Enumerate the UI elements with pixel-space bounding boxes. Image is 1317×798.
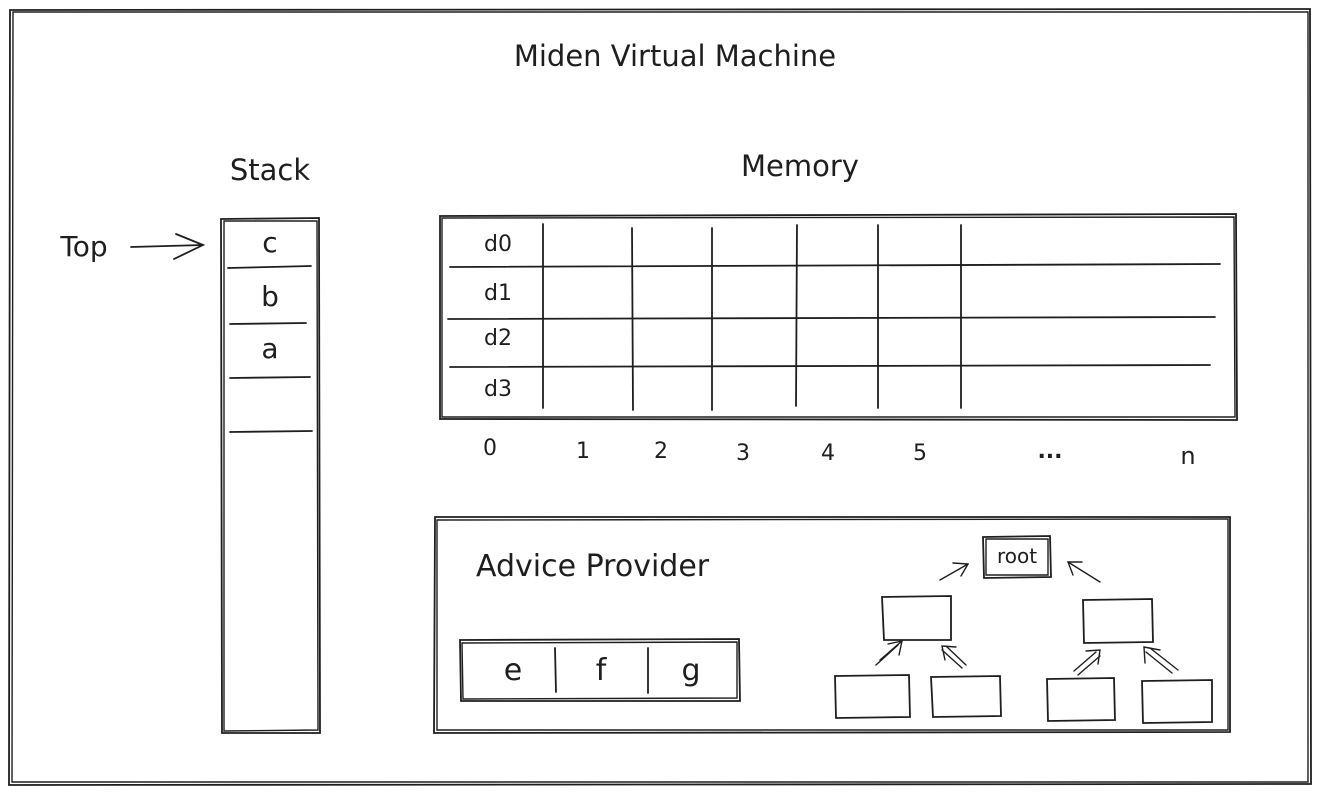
tree-root-node [982,535,1052,579]
arrow-icon [1066,561,1101,583]
advice-provider-box [433,516,1231,734]
arrow-icon [1073,649,1101,676]
arrow-icon [1143,646,1179,674]
memory-address-1: 1 [576,439,590,464]
memory-row-label-d1: d1 [484,281,512,306]
tree-node-left [881,595,952,641]
memory-address-5: 5 [913,441,927,466]
stack-top-label: Top [59,230,107,263]
advice-tape-cell-0: e [504,653,522,688]
arrow-icon [941,645,967,669]
memory-address-2: 2 [654,439,668,464]
top-arrow-icon [130,233,206,260]
memory-row-label-d2: d2 [484,326,512,351]
memory-address-ellipsis: ... [1037,439,1062,464]
advice-tape-cell-2: g [681,653,700,688]
memory-row-label-d0: d0 [484,232,512,257]
memory-grid [439,213,1238,421]
arrow-icon [875,640,903,666]
stack-heading: Stack [230,153,310,187]
outer-frame [8,8,1312,786]
memory-row-label-d3: d3 [484,377,512,402]
memory-address-4: 4 [821,441,835,466]
memory-address-axis: 0 1 2 3 4 5 ... n [483,436,1196,470]
stack-cell-1: b [261,280,279,313]
memory-heading: Memory [741,149,859,183]
merkle-tree [834,535,1213,724]
memory-address-0: 0 [483,436,497,461]
stack-column [220,217,321,734]
memory-address-3: 3 [736,441,750,466]
memory-address-n: n [1180,442,1195,470]
tree-leaf-4 [1141,679,1213,724]
stack-cell-2: a [261,332,278,365]
tree-leaf-2 [930,675,1002,718]
stack-cell-0: c [262,226,277,259]
arrow-icon [939,562,970,581]
tree-node-right [1082,598,1154,644]
advice-provider-heading: Advice Provider [476,549,710,584]
advice-tape-cell-1: f [596,653,608,688]
advice-tape [459,638,741,702]
diagram-title: Miden Virtual Machine [514,39,836,73]
tree-root-label: root [997,544,1037,568]
stack-pointer: Top [59,230,206,263]
tree-leaf-1 [834,674,911,719]
tree-leaf-3 [1046,677,1116,722]
